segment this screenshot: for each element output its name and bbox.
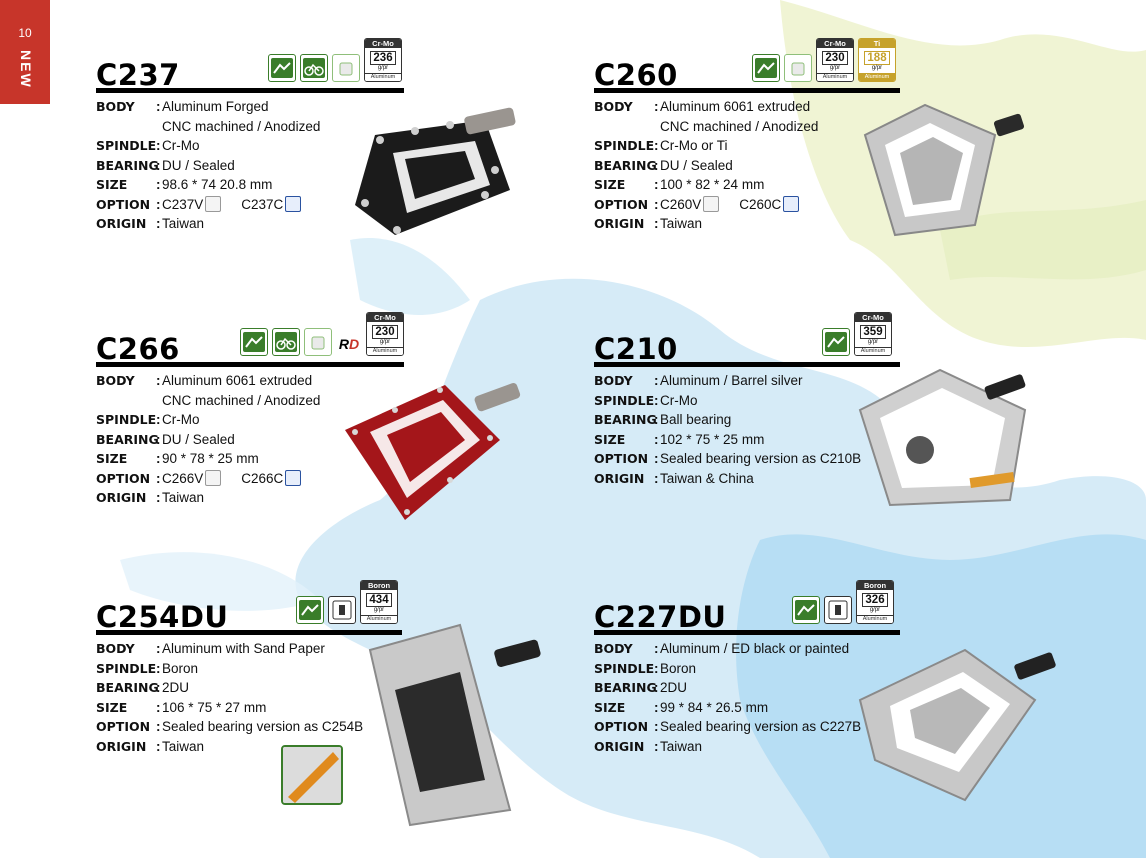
spec-option: OPTION:Sealed bearing version as C254B <box>96 719 364 734</box>
cup-blue-icon <box>783 195 800 212</box>
section-tab: 10 NEW <box>0 0 50 104</box>
product-title: C227DU <box>594 600 727 634</box>
road-icon <box>268 54 296 82</box>
cup-blue-icon <box>285 195 302 212</box>
spec-spindle: SPINDLE:Cr-Mo <box>96 412 200 427</box>
spec-bearing: BEARING:DU / Sealed <box>594 157 733 173</box>
road-icon <box>822 328 850 356</box>
spec-size: SIZE:99 * 84 * 26.5 mm <box>594 699 769 715</box>
du-bearing-icon <box>824 596 852 624</box>
spec-bearing: BEARING:2DU <box>594 680 688 695</box>
section-label: NEW <box>18 50 34 89</box>
weight-badge-ti: Ti 188 g/pr Aluminum <box>858 38 896 82</box>
du-bearing-icon <box>328 596 356 624</box>
title-rule <box>96 88 404 93</box>
spec-origin: ORIGIN:Taiwan <box>96 490 205 505</box>
spec-spindle: SPINDLE:Cr-Mo <box>96 138 200 153</box>
pedal-image-c237 <box>355 107 516 235</box>
product-c260: C260 Cr-Mo 230 g/pr Aluminum Ti 188 g/pr… <box>594 38 904 238</box>
title-rule <box>96 362 404 367</box>
cup-grey-icon <box>703 195 720 212</box>
spec-bearing: BEARING:Ball bearing <box>594 412 732 427</box>
spec-body: BODY:Aluminum / Barrel silver <box>594 373 803 388</box>
spec-origin: ORIGIN:Taiwan <box>594 216 703 231</box>
spec-bearing: BEARING:DU / Sealed <box>96 431 235 447</box>
page-number: 10 <box>18 26 32 40</box>
feature-badges: Boron 434 g/pr Aluminum <box>296 580 398 624</box>
road-icon <box>240 328 268 356</box>
title-rule <box>96 630 402 635</box>
feature-badges: Boron 326 g/pr Aluminum <box>792 580 894 624</box>
spec-option: OPTION:Sealed bearing version as C227B <box>594 719 862 734</box>
spec-list: BODY:Aluminum / Barrel silver SPINDLE:Cr… <box>594 371 861 488</box>
feature-badges: Cr-Mo 236 g/pr Aluminum <box>268 38 402 82</box>
spec-origin: ORIGIN:Taiwan & China <box>594 470 754 486</box>
product-title: C266 <box>96 332 180 366</box>
spec-size: SIZE:100 * 82 * 24 mm <box>594 177 765 192</box>
spec-bearing: BEARING:DU / Sealed <box>96 157 235 173</box>
title-rule <box>594 630 900 635</box>
feature-badges: Cr-Mo 359 g/pr Aluminum <box>822 312 892 356</box>
spec-spindle: SPINDLE:Cr-Mo or Ti <box>594 138 728 153</box>
cup-icon <box>784 54 812 82</box>
reflector-inset-photo <box>281 745 343 805</box>
spec-body: BODY:Aluminum with Sand Paper <box>96 641 325 656</box>
title-rule <box>594 362 900 367</box>
weight-badge: Boron 434 g/pr Aluminum <box>360 580 398 624</box>
product-c210: C210 Cr-Mo 359 g/pr Aluminum BODY:Alumin… <box>594 312 904 512</box>
cup-grey-icon <box>205 469 222 486</box>
spec-spindle: SPINDLE:Boron <box>96 660 199 676</box>
weight-badge-crmo: Cr-Mo 230 g/pr Aluminum <box>816 38 854 82</box>
product-c227du: C227DU Boron 326 g/pr Aluminum BODY:Alum… <box>594 580 904 780</box>
bike-icon <box>272 328 300 356</box>
cup-grey-icon <box>205 195 222 212</box>
cup-icon <box>304 328 332 356</box>
spec-origin: ORIGIN:Taiwan <box>96 216 205 231</box>
product-c254du: C254DU Boron 434 g/pr Aluminum BODY:Alum… <box>96 580 406 780</box>
road-icon <box>792 596 820 624</box>
spec-spindle: SPINDLE:Boron <box>594 660 697 676</box>
bike-icon <box>300 54 328 82</box>
product-c237: C237 Cr-Mo 236 g/pr Aluminum BODY:Alumin… <box>96 38 406 238</box>
weight-badge: Cr-Mo 359 g/pr Aluminum <box>854 312 892 356</box>
spec-size: SIZE:90 * 78 * 25 mm <box>96 451 259 466</box>
product-title: C254DU <box>96 600 229 634</box>
feature-badges: Cr-Mo 230 g/pr Aluminum Ti 188 g/pr Alum… <box>752 38 896 82</box>
weight-badge: Cr-Mo 236 g/pr Aluminum <box>364 38 402 82</box>
spec-body: BODY:Aluminum / ED black or painted <box>594 641 850 656</box>
spec-list: BODY:Aluminum with Sand Paper SPINDLE:Bo… <box>96 639 363 756</box>
spec-size: SIZE:98.6 * 74 20.8 mm <box>96 177 273 192</box>
spec-bearing: BEARING:2DU <box>96 680 190 695</box>
spec-option: OPTION:Sealed bearing version as C210B <box>594 451 862 466</box>
title-rule <box>594 88 900 93</box>
product-title: C260 <box>594 58 678 92</box>
weight-badge: Cr-Mo 230 g/pr Aluminum <box>366 312 404 356</box>
road-icon <box>296 596 324 624</box>
road-icon <box>752 54 780 82</box>
spec-origin: ORIGIN:Taiwan <box>594 738 703 754</box>
product-title: C210 <box>594 332 678 366</box>
spec-size: SIZE:102 * 75 * 25 mm <box>594 431 765 447</box>
cup-blue-icon <box>285 469 302 486</box>
spec-list: BODY:Aluminum / ED black or painted SPIN… <box>594 639 861 756</box>
spec-origin: ORIGIN:Taiwan <box>96 738 205 754</box>
spec-spindle: SPINDLE:Cr-Mo <box>594 392 698 408</box>
spec-size: SIZE:106 * 75 * 27 mm <box>96 699 267 715</box>
weight-badge: Boron 326 g/pr Aluminum <box>856 580 894 624</box>
cup-icon <box>332 54 360 82</box>
product-title: C237 <box>96 58 180 92</box>
